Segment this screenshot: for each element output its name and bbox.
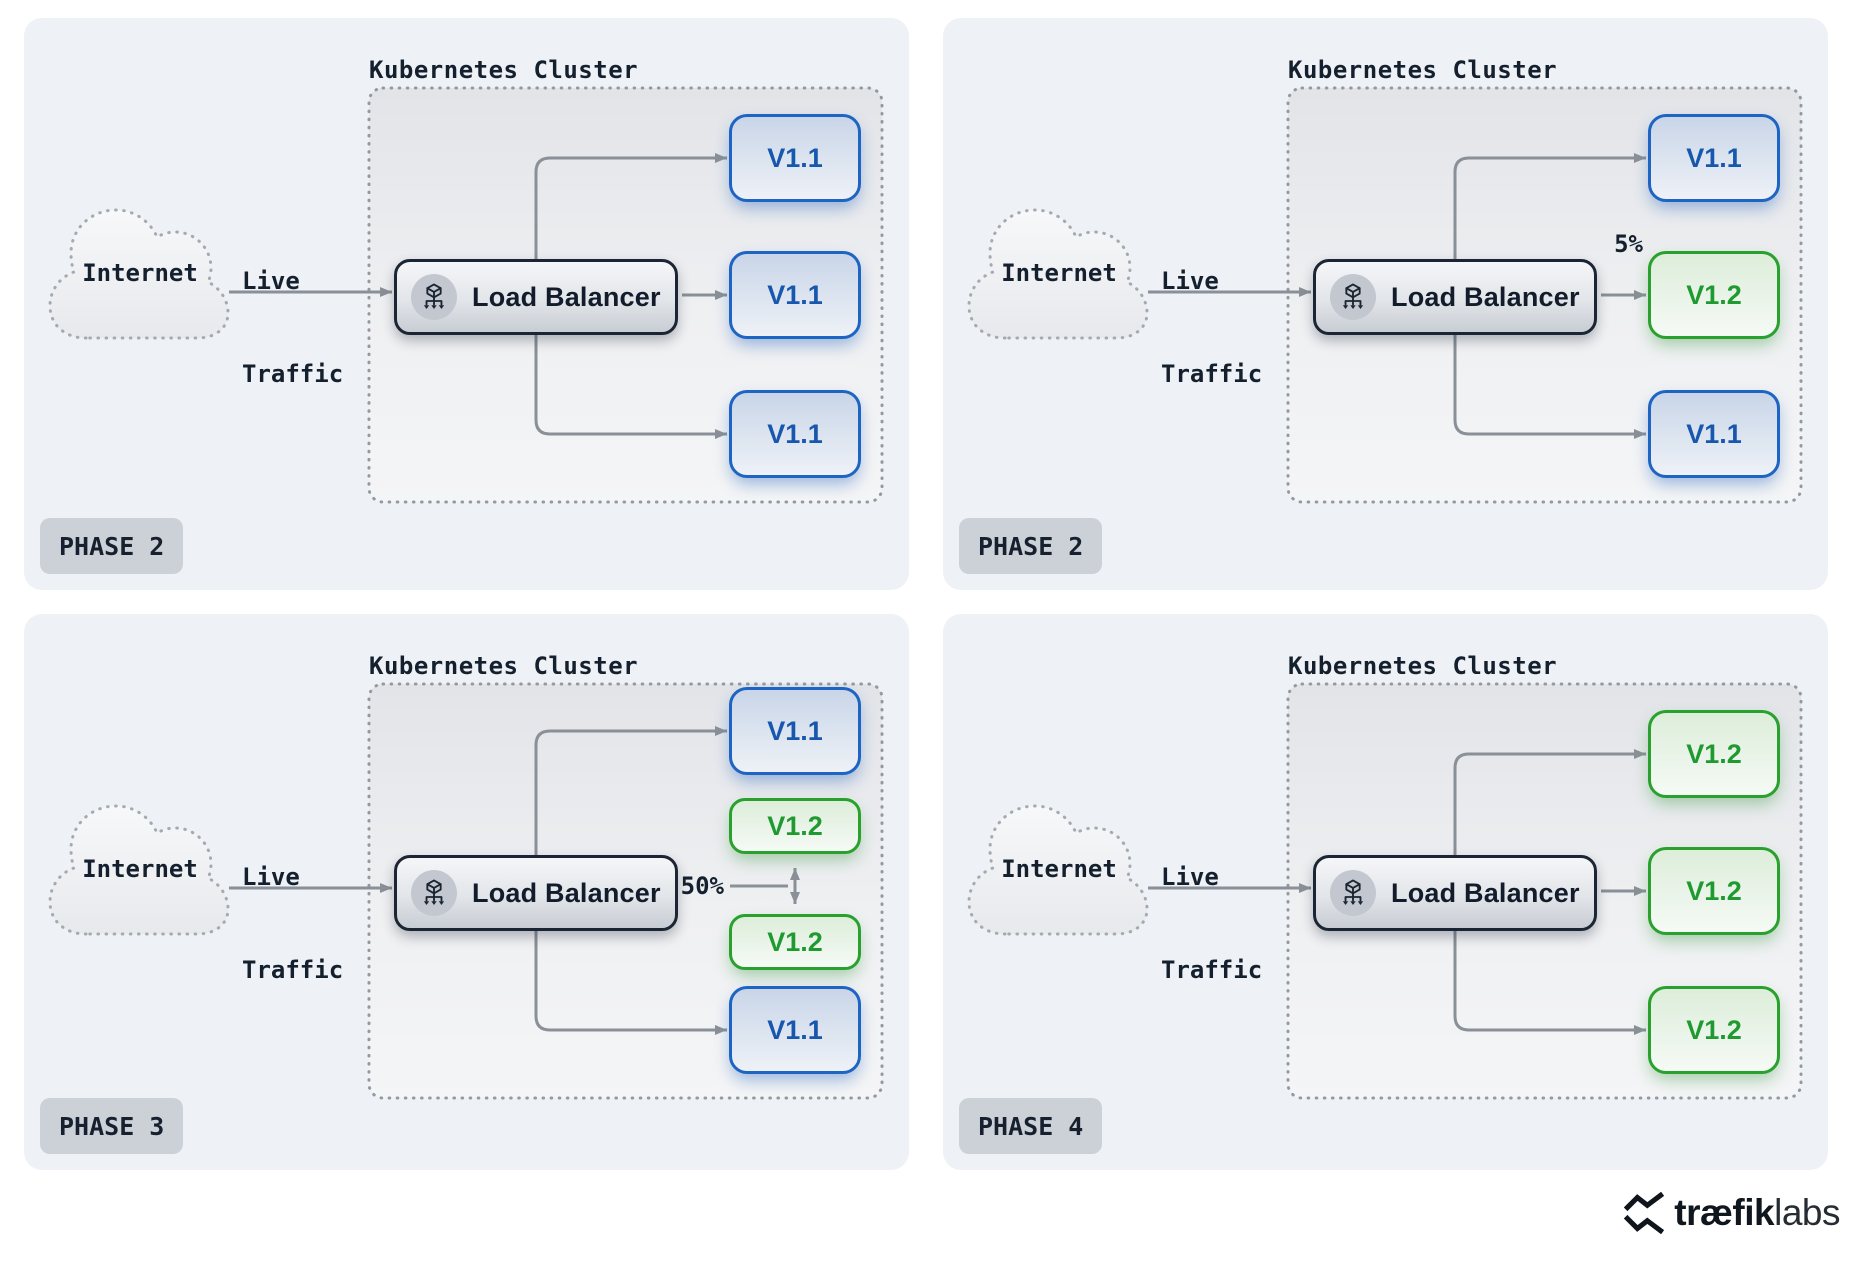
live-traffic-label: Live Traffic <box>1161 800 1262 1048</box>
live-traffic-line2: Traffic <box>242 956 344 984</box>
live-traffic-label: Live Traffic <box>242 204 343 452</box>
pod-v1-2: V1.2 <box>1648 251 1780 339</box>
internet-label: Internet <box>1001 855 1117 883</box>
pod-v1-1: V1.1 <box>729 390 861 478</box>
live-traffic-line1: Live <box>242 267 300 295</box>
internet-label: Internet <box>82 259 198 287</box>
internet-label: Internet <box>1001 259 1117 287</box>
cluster-label: Kubernetes Cluster <box>1288 652 1558 680</box>
pod-v1-2: V1.2 <box>1648 710 1780 798</box>
phase-badge: PHASE 2 <box>40 518 184 574</box>
load-balancer: Load Balancer <box>1313 259 1597 335</box>
phase-badge: PHASE 4 <box>959 1098 1103 1154</box>
live-traffic-line2: Traffic <box>242 360 344 388</box>
load-balancer-icon <box>411 870 457 916</box>
pod-v1-2: V1.2 <box>1648 847 1780 935</box>
canary-percent-label: 5% <box>1614 230 1643 258</box>
load-balancer-icon <box>1330 274 1376 320</box>
phase-badge: PHASE 3 <box>40 1098 184 1154</box>
live-traffic-line1: Live <box>242 863 300 891</box>
load-balancer: Load Balancer <box>394 259 678 335</box>
cluster-label: Kubernetes Cluster <box>1288 56 1558 84</box>
traefiklabs-wordmark: træfiklabs <box>1674 1192 1840 1234</box>
live-traffic-label: Live Traffic <box>242 800 343 1048</box>
pod-v1-1: V1.1 <box>729 986 861 1074</box>
traefiklabs-logo: træfiklabs <box>1623 1192 1840 1234</box>
panel-phase2-stable: Kubernetes Cluster Internet Live Traffic… <box>24 18 909 590</box>
panel-phase4-complete: Kubernetes Cluster Internet Live Traffic… <box>943 614 1828 1170</box>
live-traffic-line1: Live <box>1161 863 1219 891</box>
panel-phase2-canary-5: Kubernetes Cluster Internet Live Traffic… <box>943 18 1828 590</box>
live-traffic-label: Live Traffic <box>1161 204 1262 452</box>
load-balancer-label: Load Balancer <box>472 281 661 312</box>
cluster-label: Kubernetes Cluster <box>369 56 639 84</box>
load-balancer-label: Load Balancer <box>1391 877 1580 908</box>
load-balancer-label: Load Balancer <box>1391 281 1580 312</box>
pod-v1-1: V1.1 <box>729 251 861 339</box>
load-balancer-icon <box>1330 870 1376 916</box>
live-traffic-line1: Live <box>1161 267 1219 295</box>
live-traffic-line2: Traffic <box>1161 956 1263 984</box>
internet-label: Internet <box>82 855 198 883</box>
phase-badge: PHASE 2 <box>959 518 1103 574</box>
load-balancer-icon <box>411 274 457 320</box>
canary-percent-label: 50% <box>680 872 724 900</box>
pod-v1-2: V1.2 <box>1648 986 1780 1074</box>
traefiklabs-logo-mark <box>1624 1192 1665 1234</box>
pod-v1-1: V1.1 <box>729 687 861 775</box>
pod-v1-1: V1.1 <box>729 114 861 202</box>
pod-v1-2: V1.2 <box>729 798 861 854</box>
brand-light: labs <box>1774 1192 1840 1233</box>
load-balancer: Load Balancer <box>1313 855 1597 931</box>
cluster-label: Kubernetes Cluster <box>369 652 639 680</box>
panel-phase3-canary-50: Kubernetes Cluster Internet Live Traffic… <box>24 614 909 1170</box>
pod-v1-1: V1.1 <box>1648 114 1780 202</box>
brand-bold: træfik <box>1674 1192 1775 1233</box>
live-traffic-line2: Traffic <box>1161 360 1263 388</box>
pod-v1-2: V1.2 <box>729 914 861 970</box>
pod-v1-1: V1.1 <box>1648 390 1780 478</box>
